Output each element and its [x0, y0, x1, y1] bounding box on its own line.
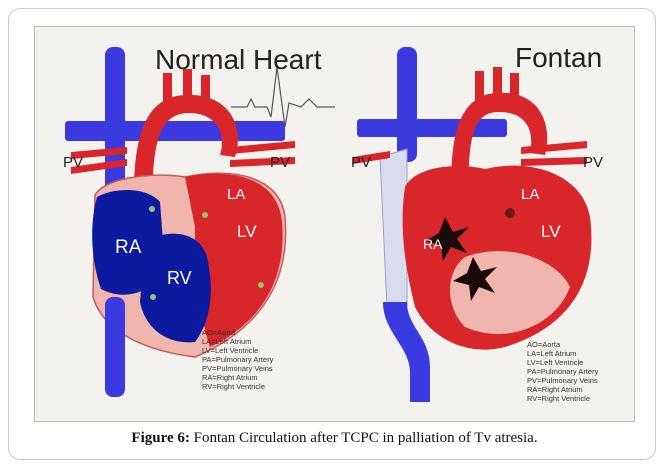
pv-label-right: PV	[270, 154, 290, 171]
legend-line: LA=Left Atrium	[527, 349, 576, 358]
legend-line: PV=Pulmonary Veins	[527, 376, 598, 385]
ecg-trace	[231, 67, 335, 127]
legend-line: RV=Right Ventricle	[202, 382, 265, 391]
figure-caption: Figure 6: Fontan Circulation after TCPC …	[34, 430, 635, 447]
legend-line: LV=Left Ventricle	[527, 358, 583, 367]
la-label: LA	[521, 186, 539, 203]
legend-line: PA=Pulmonary Artery	[202, 355, 274, 364]
ra-label: RA	[423, 236, 443, 252]
pulmonary-artery-bar	[65, 121, 285, 141]
normal-heart-diagram: Normal Heart PV PV LA LV RA RV AO=Aorta …	[63, 44, 335, 397]
legend-line: RV=Right Ventricle	[527, 394, 590, 403]
lv-label: LV	[541, 222, 561, 241]
fontan-title: Fontan	[515, 42, 602, 73]
figure-label: Figure 6:	[131, 430, 189, 446]
figure-image: Normal Heart PV PV LA LV RA RV AO=Aorta …	[34, 26, 635, 422]
pv-label-right: PV	[583, 154, 603, 171]
legend-line: AO=Aorta	[527, 340, 561, 349]
lv-label: LV	[237, 222, 257, 241]
legend-line: LV=Left Ventricle	[202, 346, 258, 355]
legend-line: PV=Pulmonary Veins	[202, 364, 273, 373]
legend-line: AO=Aorta	[202, 328, 236, 337]
normal-heart-title: Normal Heart	[155, 44, 322, 75]
caption-text: Fontan Circulation after TCPC in palliat…	[190, 430, 538, 446]
heart-diagrams: Normal Heart PV PV LA LV RA RV AO=Aorta …	[35, 27, 636, 423]
pv-label-left: PV	[351, 154, 371, 171]
pv-label-left: PV	[63, 154, 83, 171]
legend-line: RA=Right Atrium	[527, 385, 583, 394]
legend-line: LA=Left Atrium	[202, 337, 251, 346]
legend-line: RA=Right Atrium	[202, 373, 258, 382]
fontan-legend: AO=Aorta LA=Left Atrium LV=Left Ventricl…	[527, 340, 599, 403]
legend-line: PA=Pulmonary Artery	[527, 367, 599, 376]
fontan-diagram: Fontan PV PV LA LV RA AO=Aorta LA=Left A…	[351, 42, 603, 403]
rv-label: RV	[167, 268, 192, 288]
normal-heart-legend: AO=Aorta LA=Left Atrium LV=Left Ventricl…	[202, 328, 274, 391]
la-label: LA	[227, 186, 245, 203]
ra-label: RA	[115, 237, 142, 258]
